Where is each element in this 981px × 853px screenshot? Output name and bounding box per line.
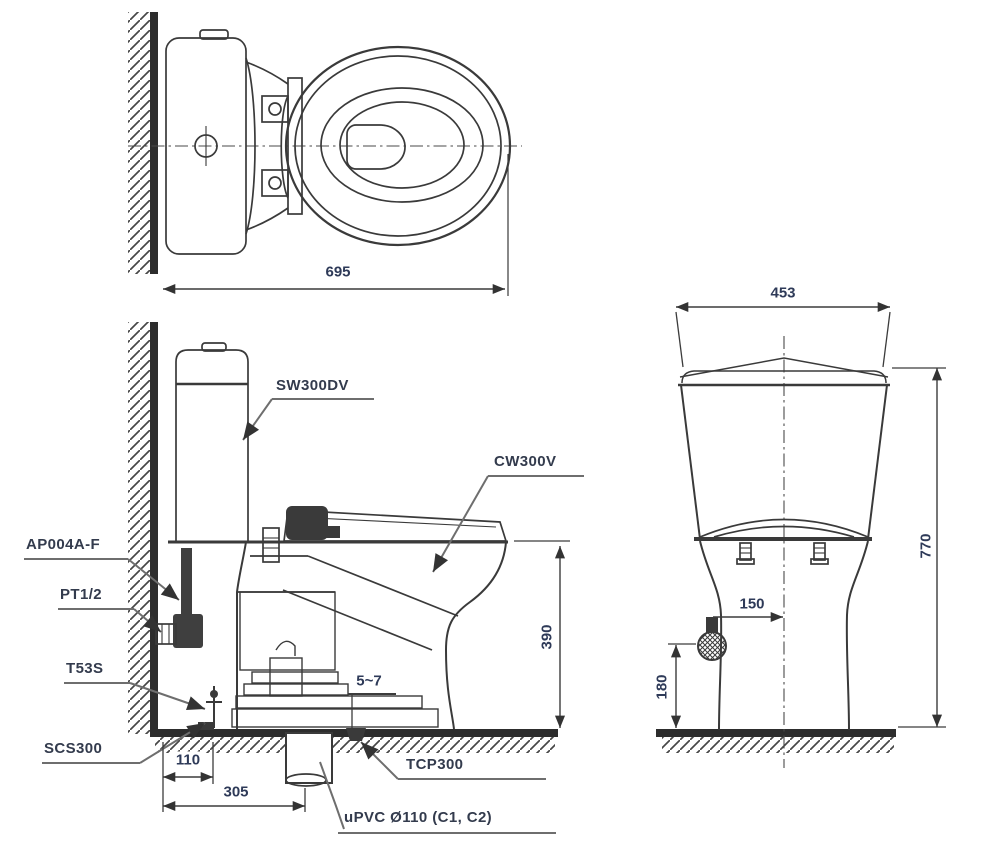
side-view (24, 322, 584, 834)
label-floor-screw: SCS300 (44, 740, 103, 757)
hinge-plate (287, 77, 303, 215)
tank-plan (165, 37, 247, 255)
bowl-front-profile (236, 541, 247, 729)
front-view (656, 301, 946, 768)
dim-rough-in: 305 (221, 783, 251, 801)
tank-right-side (867, 384, 888, 540)
dim-bowl-height: 390 (538, 622, 556, 652)
tank-lid-front (681, 370, 887, 384)
trap-elbow (275, 640, 296, 656)
seat-hinge-side (286, 506, 328, 540)
dim-bolt-offset: 110 (173, 751, 203, 769)
label-flange: TCP300 (406, 756, 464, 773)
label-drain-pipe: uPVC Ø110 (C1, C2) (344, 809, 493, 826)
side-dims (162, 540, 570, 812)
supply-valve (697, 631, 727, 661)
flange-bolt-cap (346, 728, 366, 741)
label-supply-thread: PT1/2 (60, 586, 103, 603)
seat-outline (294, 55, 502, 237)
tank-left-side (680, 384, 701, 540)
label-bowl-model: CW300V (494, 453, 557, 470)
pedestal-right (845, 540, 869, 731)
front-dims (668, 301, 946, 729)
tank-seat-join-top (245, 61, 289, 85)
seat-opening-outer (320, 87, 484, 203)
dim-overall-width: 453 (768, 284, 798, 302)
leader-lines (24, 398, 584, 834)
bowl-back-profile (444, 541, 507, 730)
lid-side (283, 509, 508, 542)
hinge-bracket (280, 95, 289, 199)
valve-stem (706, 617, 718, 633)
top-view (128, 12, 522, 296)
tank-button-side (201, 342, 227, 352)
hinge-bolt-2 (261, 169, 289, 197)
label-fixing-bolt: T53S (66, 660, 104, 677)
angle-valve-body (173, 614, 203, 648)
dim-overall-depth: 695 (323, 263, 353, 281)
wall-supply-connector (155, 623, 177, 645)
fill-valve-pipe (181, 548, 192, 616)
floor-hatch-front (662, 736, 894, 753)
label-cistern-model: SW300DV (276, 377, 349, 394)
hinge-bolt-1 (261, 95, 289, 123)
rim-arc-outer (699, 518, 869, 538)
wall-hatch-top (128, 12, 151, 274)
seat-bolt-left (736, 542, 755, 565)
tank-front-bulge (245, 57, 256, 235)
tank-side (175, 349, 249, 542)
scs-screw (198, 722, 214, 730)
dim-supply-side-offset: 150 (737, 595, 767, 613)
pedestal-left (699, 540, 723, 731)
lid-outline (284, 45, 512, 247)
tank-seat-join-bottom (245, 207, 289, 231)
seat-bolt (262, 527, 280, 563)
dim-overall-height: 770 (917, 531, 935, 561)
rim-arc-inner (713, 525, 855, 538)
trap-chamber (239, 591, 336, 671)
wall-hatch-side (128, 322, 151, 734)
wall-line (150, 12, 158, 274)
floor-line-front (656, 729, 896, 737)
label-angle-valve: AP004A-F (26, 536, 101, 553)
flush-ring (346, 124, 406, 170)
tank-button-plan (199, 29, 229, 40)
wall-line-side (150, 322, 158, 734)
seat-opening-inner (339, 101, 465, 189)
dim-supply-height: 180 (653, 672, 671, 702)
seat-bolt-right (810, 542, 829, 565)
dim-flange-gap: 5~7 (354, 672, 384, 690)
floor-hatch-side (155, 736, 555, 753)
